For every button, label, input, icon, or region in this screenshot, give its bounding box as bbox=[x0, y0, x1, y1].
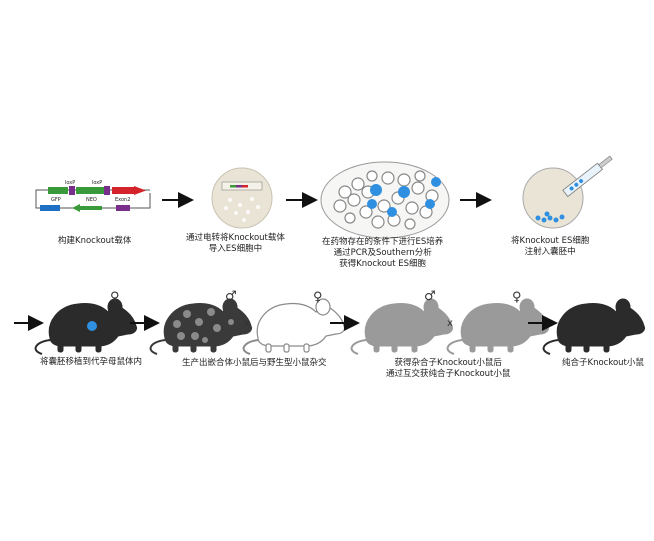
caption-step2-line2: 导入ES细胞中 bbox=[208, 244, 263, 254]
caption-step1: 构建Knockout载体 bbox=[58, 236, 132, 246]
vector-loxp-2 bbox=[104, 186, 110, 195]
female-symbol-wild-type: ♀ bbox=[313, 290, 323, 305]
vector-neo-block bbox=[76, 187, 104, 194]
chimera-mouse bbox=[149, 298, 253, 355]
vector-label-neo: NEO bbox=[86, 197, 97, 203]
caption-step4-line2: 注射入囊胚中 bbox=[524, 247, 576, 257]
caption-step3: 在药物存在的条件下进行ES培养 通过PCR及Southern分析 获得Knock… bbox=[322, 237, 443, 270]
vector-gfp-block bbox=[48, 187, 68, 194]
caption-step4: 将Knockout ES细胞 注射入囊胚中 bbox=[511, 236, 589, 258]
vector-loxp-1 bbox=[69, 186, 75, 195]
male-symbol-heterozygous: ♂ bbox=[424, 289, 436, 304]
surrogate-mother-mouse bbox=[34, 298, 138, 355]
caption-step4-line1: 将Knockout ES细胞 bbox=[511, 236, 590, 246]
heterozygous-mouse-1 bbox=[350, 298, 454, 355]
caption-step3-line3: 获得Knockout ES细胞 bbox=[339, 259, 427, 269]
vector-blue-block-1 bbox=[40, 205, 60, 211]
caption-step7-line1: 获得杂合子Knockout小鼠后 bbox=[394, 358, 502, 368]
caption-step2: 通过电转将Knockout载体 导入ES细胞中 bbox=[186, 233, 285, 255]
caption-step6: 生产出嵌合体小鼠后与野生型小鼠杂交 bbox=[182, 358, 327, 368]
es-culture-dish bbox=[320, 161, 450, 239]
vector-label-gfp: GFP bbox=[51, 197, 61, 203]
caption-step3-line2: 通过PCR及Southern分析 bbox=[333, 248, 432, 258]
caption-step7: 获得杂合子Knockout小鼠后 通过互交获纯合子Knockout小鼠 bbox=[386, 358, 510, 380]
female-symbol-heterozygous: ♀ bbox=[512, 290, 522, 305]
wild-type-mouse bbox=[242, 298, 346, 355]
vector-purple-block bbox=[116, 205, 130, 211]
cross-mark-1: x bbox=[244, 318, 250, 329]
homozygous-mouse bbox=[542, 298, 646, 355]
vector-label-loxp-2: loxP bbox=[92, 180, 102, 186]
heterozygous-mouse-2 bbox=[446, 298, 550, 355]
caption-step7-line2: 通过互交获纯合子Knockout小鼠 bbox=[386, 369, 511, 379]
female-symbol-surrogate: ♀ bbox=[110, 290, 120, 305]
vector-exon2-block bbox=[112, 187, 134, 194]
vector-green-arrow bbox=[72, 204, 102, 212]
male-symbol-chimera: ♂ bbox=[225, 289, 237, 304]
caption-step3-line1: 在药物存在的条件下进行ES培养 bbox=[322, 237, 444, 247]
electroporation-dish bbox=[211, 167, 273, 229]
injection-needle bbox=[562, 155, 613, 198]
caption-step5: 将囊胚移植到代孕母鼠体内 bbox=[40, 357, 143, 367]
knockout-vector-construct: loxP loxP GFP NEO Exon2 bbox=[35, 180, 151, 212]
caption-step8: 纯合子Knockout小鼠 bbox=[562, 358, 644, 368]
vector-label-loxp-1: loxP bbox=[65, 180, 75, 186]
cross-mark-2: x bbox=[447, 318, 453, 329]
blastocyst-injection bbox=[522, 155, 613, 229]
vector-label-exon2: Exon2 bbox=[115, 197, 130, 203]
caption-step2-line1: 通过电转将Knockout载体 bbox=[186, 233, 285, 243]
